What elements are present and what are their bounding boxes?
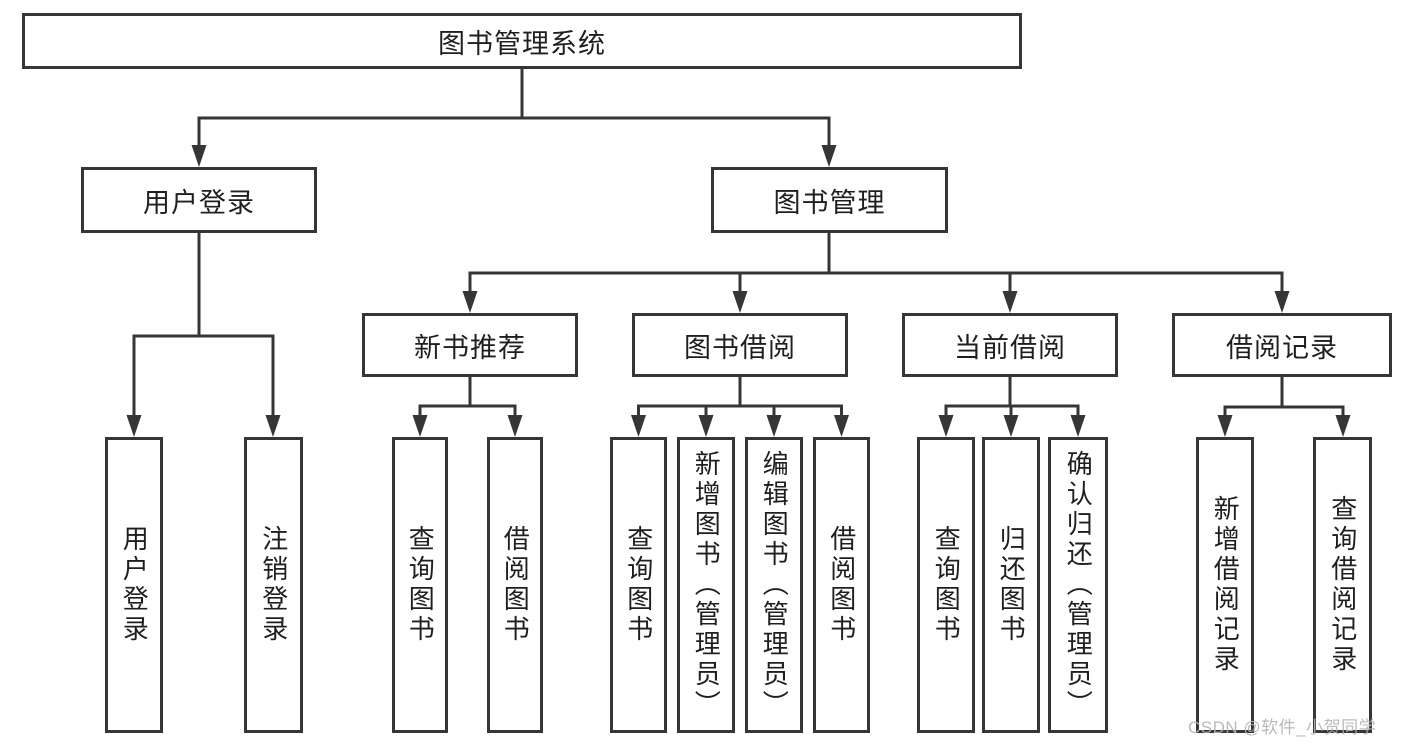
node-label: 当前借阅 xyxy=(954,332,1066,363)
leaf-label: 查询图书 xyxy=(405,525,436,645)
node-label: 图书管理 xyxy=(773,187,886,218)
node-library-management-system: 图书管理系统 xyxy=(22,13,1022,69)
node-label: 借阅记录 xyxy=(1226,332,1338,363)
node-user-login: 用户登录 xyxy=(81,167,317,233)
leaf-add-borrow-record: 新增借阅记录 xyxy=(1196,437,1254,733)
leaf-label: 查询图书 xyxy=(623,525,654,645)
leaf-label: 借阅图书 xyxy=(500,525,531,645)
leaf-label: 查询借阅记录 xyxy=(1327,495,1358,675)
node-label: 新书推荐 xyxy=(414,332,526,363)
leaf-user-login: 用户登录 xyxy=(105,437,163,733)
node-label: 图书借阅 xyxy=(684,332,796,363)
node-new-book-recommend: 新书推荐 xyxy=(362,313,578,377)
leaf-label: 注销登录 xyxy=(258,525,289,645)
leaf-confirm-return-admin: 确认归还（管理员） xyxy=(1048,437,1108,733)
leaf-label: 确认归还（管理员） xyxy=(1063,450,1094,720)
leaf-query-books-recommend: 查询图书 xyxy=(392,437,448,733)
leaf-borrow-books: 借阅图书 xyxy=(813,437,870,733)
leaf-query-borrow-record: 查询借阅记录 xyxy=(1313,437,1372,733)
watermark-text: CSDN @软件_小贺同学 xyxy=(1188,718,1377,737)
leaf-label: 归还图书 xyxy=(996,525,1027,645)
node-borrow-records: 借阅记录 xyxy=(1172,313,1392,377)
leaf-query-books-borrow: 查询图书 xyxy=(610,437,667,733)
leaf-add-book-admin: 新增图书（管理员） xyxy=(677,437,735,733)
leaf-label: 用户登录 xyxy=(119,525,150,645)
leaf-edit-book-admin: 编辑图书（管理员） xyxy=(745,437,803,733)
leaf-label: 借阅图书 xyxy=(826,525,857,645)
leaf-label: 新增图书（管理员） xyxy=(691,450,722,720)
leaf-label: 编辑图书（管理员） xyxy=(759,450,790,720)
leaf-return-books: 归还图书 xyxy=(982,437,1040,733)
node-book-management: 图书管理 xyxy=(711,167,948,233)
leaf-label: 查询图书 xyxy=(931,525,962,645)
node-label: 图书管理系统 xyxy=(438,28,606,59)
node-label: 用户登录 xyxy=(143,187,255,218)
leaf-borrow-books-recommend: 借阅图书 xyxy=(487,437,543,733)
leaf-label: 新增借阅记录 xyxy=(1210,495,1241,675)
node-current-borrow: 当前借阅 xyxy=(902,313,1118,377)
leaf-logout: 注销登录 xyxy=(244,437,303,733)
leaf-query-books-current: 查询图书 xyxy=(917,437,975,733)
node-book-borrow: 图书借阅 xyxy=(632,313,848,377)
